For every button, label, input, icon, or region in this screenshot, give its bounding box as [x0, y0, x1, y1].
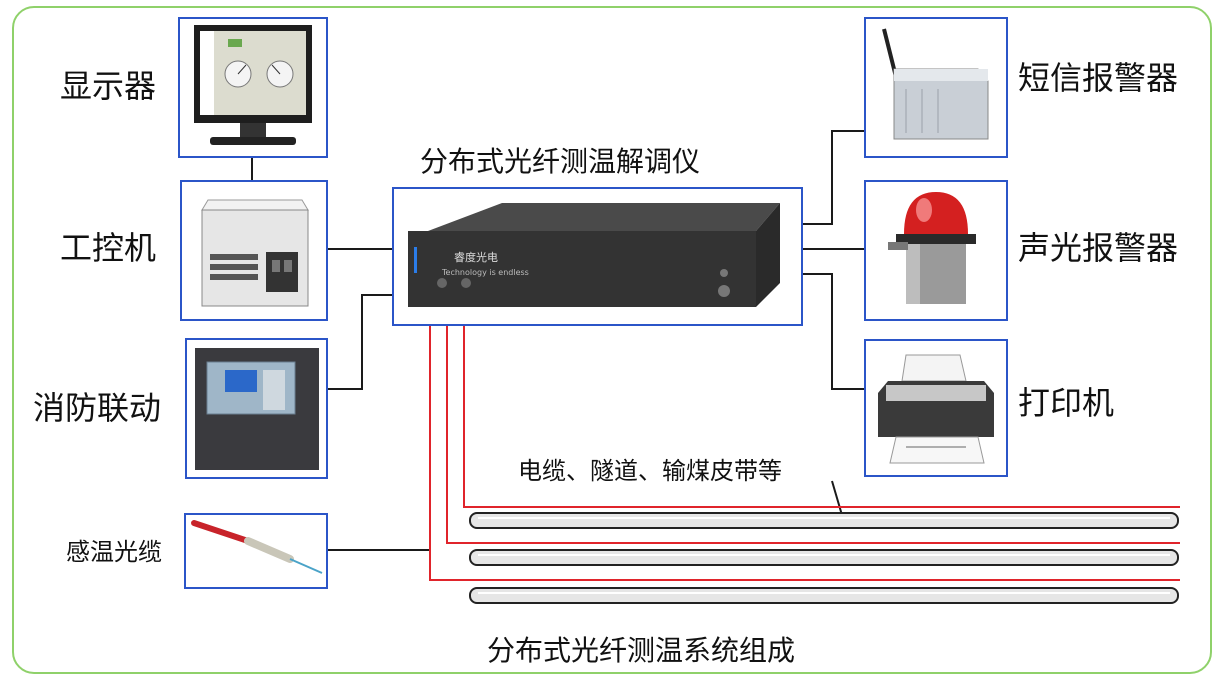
line-fire-demodulator — [328, 294, 392, 390]
label-sound-light-alarm: 声光报警器 — [1018, 229, 1179, 267]
printer-box — [864, 339, 1008, 477]
label-demodulator: 分布式光纤测温解调仪 — [420, 145, 701, 178]
label-sensing-cable: 感温光缆 — [66, 538, 162, 566]
fire-link-box — [185, 338, 328, 479]
fiber-line-2 — [446, 326, 1180, 544]
sms-alarm-icon — [882, 28, 989, 140]
demodulator-box: 睿度光电 Technology is endless — [392, 187, 803, 326]
label-system-title: 分布式光纤测温系统组成 — [487, 634, 796, 667]
sound-light-alarm-icon — [888, 192, 976, 304]
sms-alarm-box — [864, 17, 1008, 158]
monitor-icon — [194, 25, 312, 145]
pipe-3 — [469, 587, 1179, 604]
fiber-line-1 — [429, 326, 1180, 581]
sensing-cable-box — [184, 513, 328, 589]
demodulator-icon — [408, 203, 780, 307]
label-ipc: 工控机 — [60, 229, 157, 267]
industrial-pc-icon — [201, 199, 309, 307]
label-sms-alarm: 短信报警器 — [1018, 59, 1179, 97]
device-brand: 睿度光电 — [454, 251, 498, 264]
pipe-1 — [469, 512, 1179, 529]
label-printer: 打印机 — [1018, 384, 1115, 422]
printer-icon — [878, 354, 994, 464]
line-demodulator-printer — [803, 273, 864, 390]
fiber-line-3 — [463, 326, 1180, 508]
diagram-frame — [12, 6, 1212, 674]
ipc-box — [180, 180, 328, 321]
pipe-2 — [469, 549, 1179, 566]
label-monitor: 显示器 — [60, 67, 157, 105]
device-slogan: Technology is endless — [442, 268, 529, 277]
sensing-cable-icon — [191, 520, 323, 574]
label-fire-link: 消防联动 — [33, 389, 162, 427]
sound-light-alarm-box — [864, 180, 1008, 321]
label-targets: 电缆、隧道、输煤皮带等 — [518, 457, 782, 485]
line-demodulator-sms — [803, 130, 864, 225]
fire-control-panel-icon — [195, 348, 319, 470]
monitor-box — [178, 17, 328, 158]
